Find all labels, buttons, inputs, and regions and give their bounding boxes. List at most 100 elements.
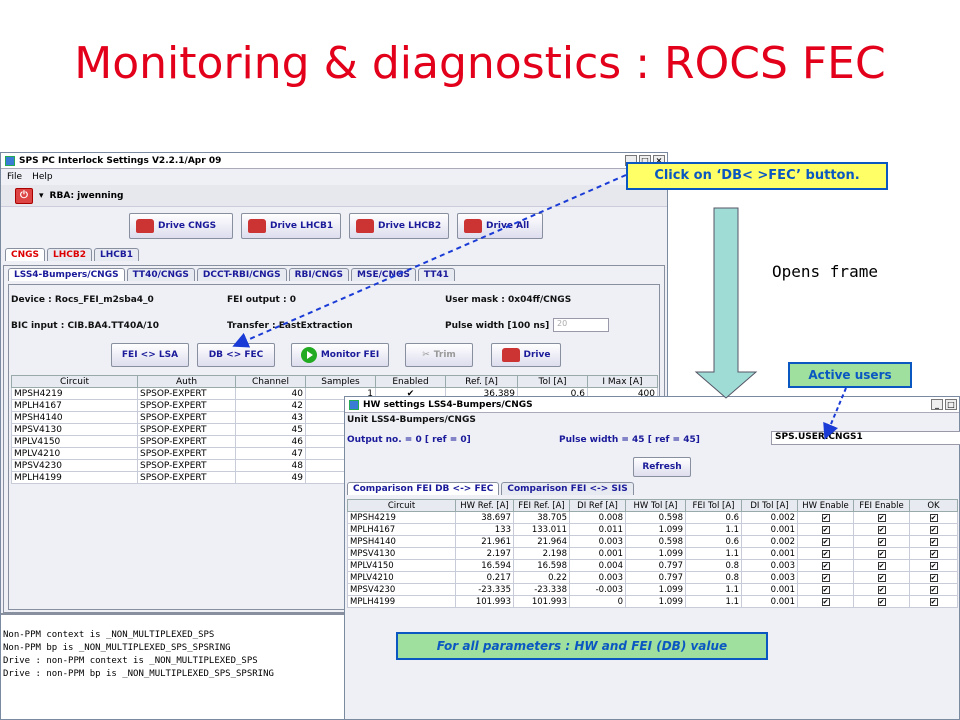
col-fei-ref[interactable]: FEI Ref. [A] — [513, 499, 570, 512]
checkbox[interactable]: ✔ — [929, 561, 938, 570]
checkbox[interactable]: ✔ — [929, 549, 938, 558]
checkbox-cell: ✔ — [909, 583, 958, 596]
output-no-label: Output no. = 0 [ ref = 0] — [347, 435, 471, 445]
tab-lhcb1[interactable]: LHCB1 — [94, 248, 140, 261]
drive-bar: Drive CNGS Drive LHCB1 Drive LHCB2 Drive… — [1, 207, 667, 245]
drive-button[interactable]: Drive — [491, 343, 561, 367]
comparison-tabs: Comparison FEI DB <-> FEC Comparison FEI… — [347, 482, 634, 495]
checkbox[interactable]: ✔ — [821, 585, 830, 594]
play-icon — [300, 347, 317, 363]
pulse-width-input[interactable]: 20 — [553, 318, 609, 332]
col-hw-tol[interactable]: HW Tol [A] — [625, 499, 686, 512]
tab-mse[interactable]: MSE/CNGS — [351, 268, 416, 281]
checkbox[interactable]: ✔ — [929, 585, 938, 594]
menu-help[interactable]: Help — [32, 172, 53, 182]
drive-lhcb2-button[interactable]: Drive LHCB2 — [349, 213, 449, 239]
checkbox[interactable]: ✔ — [821, 549, 830, 558]
col-hw-enable[interactable]: HW Enable — [797, 499, 854, 512]
car-icon — [136, 219, 154, 233]
arrow-to-db-fec — [232, 174, 627, 348]
tab-lhcb2[interactable]: LHCB2 — [47, 248, 93, 261]
opens-frame-label: Opens frame — [772, 262, 878, 281]
main-tabs: CNGS LHCB2 LHCB1 — [1, 245, 667, 261]
checkbox-cell: ✔ — [797, 559, 854, 572]
app-icon — [5, 155, 15, 166]
tab-dcct-rbi[interactable]: DCCT-RBI/CNGS — [196, 268, 287, 281]
drive-lhcb1-button[interactable]: Drive LHCB1 — [241, 213, 341, 239]
col-tol[interactable]: Tol [A] — [517, 375, 588, 388]
checkbox[interactable]: ✔ — [877, 561, 886, 570]
slide-title: Monitoring & diagnostics : ROCS FEC — [74, 38, 886, 89]
col-fei-enable[interactable]: FEI Enable — [853, 499, 910, 512]
checkbox[interactable]: ✔ — [821, 597, 830, 606]
checkbox[interactable]: ✔ — [877, 513, 886, 522]
fei-output-label: FEI output : 0 — [227, 295, 296, 305]
maximize-icon[interactable]: □ — [945, 399, 957, 410]
tab-tt40[interactable]: TT40/CNGS — [126, 268, 195, 281]
col-auth[interactable]: Auth — [137, 375, 236, 388]
log-line: Drive : non-PPM bp is _NON_MULTIPLEXED_S… — [3, 669, 274, 679]
checkbox[interactable]: ✔ — [821, 561, 830, 570]
col-di-tol[interactable]: DI Tol [A] — [741, 499, 798, 512]
pulse-width-label: Pulse width = 45 [ ref = 45] — [559, 435, 700, 445]
checkbox[interactable]: ✔ — [877, 549, 886, 558]
toolbar: ⏻ ▾ RBA: jwenning — [1, 185, 667, 207]
col-circuit[interactable]: Circuit — [347, 499, 456, 512]
col-fei-tol[interactable]: FEI Tol [A] — [685, 499, 742, 512]
checkbox[interactable]: ✔ — [929, 537, 938, 546]
menu-file[interactable]: File — [7, 172, 23, 182]
car-icon — [501, 348, 520, 362]
tab-comparison-db-fec[interactable]: Comparison FEI DB <-> FEC — [347, 482, 500, 495]
checkbox[interactable]: ✔ — [821, 513, 830, 522]
col-di-ref[interactable]: DI Ref [A] — [569, 499, 626, 512]
checkbox[interactable]: ✔ — [877, 537, 886, 546]
checkbox[interactable]: ✔ — [821, 573, 830, 582]
table-cell: 0.001 — [741, 595, 798, 608]
window1-title: SPS PC Interlock Settings V2.2.1/Apr 09 — [19, 155, 222, 166]
fei-lsa-button[interactable]: FEI <> LSA — [111, 343, 189, 367]
checkbox[interactable]: ✔ — [877, 597, 886, 606]
active-users-callout: Active users — [788, 362, 912, 388]
window2-titlebar[interactable]: HW settings LSS4-Bumpers/CNGS _ □ — [345, 397, 959, 413]
click-callout: Click on ‘DB< >FEC’ button. — [626, 162, 888, 190]
comparison-table: Circuit HW Ref. [A] FEI Ref. [A] DI Ref … — [347, 499, 958, 608]
drive-cngs-button[interactable]: Drive CNGS — [129, 213, 233, 239]
arrow-to-users — [823, 387, 847, 440]
pulse-width-label: Pulse width [100 ns] : — [445, 321, 557, 331]
tab-tt41[interactable]: TT41 — [417, 268, 455, 281]
down-arrow — [694, 207, 758, 399]
tab-lss4-bumpers[interactable]: LSS4-Bumpers/CNGS — [8, 268, 125, 281]
checkbox[interactable]: ✔ — [877, 585, 886, 594]
transfer-label: Transfer : EastExtraction — [227, 321, 353, 331]
refresh-button[interactable]: Refresh — [633, 457, 691, 477]
minimize-icon[interactable]: _ — [931, 399, 943, 410]
active-users-field[interactable]: SPS.USER.CNGS1 — [771, 431, 960, 445]
col-samples[interactable]: Samples — [305, 375, 376, 388]
checkbox[interactable]: ✔ — [877, 525, 886, 534]
checkbox[interactable]: ✔ — [821, 525, 830, 534]
tab-cngs[interactable]: CNGS — [5, 248, 46, 261]
checkbox[interactable]: ✔ — [929, 525, 938, 534]
power-icon[interactable]: ⏻ — [15, 187, 33, 204]
dropdown-arrow-icon[interactable]: ▾ — [39, 190, 44, 201]
log-console: Non-PPM context is _NON_MULTIPLEXED_SPS … — [1, 613, 345, 719]
tab-rbi[interactable]: RBI/CNGS — [288, 268, 349, 281]
checkbox[interactable]: ✔ — [929, 597, 938, 606]
trim-button[interactable]: ✂Trim — [405, 343, 473, 367]
checkbox[interactable]: ✔ — [877, 573, 886, 582]
checkbox[interactable]: ✔ — [821, 537, 830, 546]
checkbox[interactable]: ✔ — [929, 513, 938, 522]
tab-comparison-sis[interactable]: Comparison FEI <-> SIS — [501, 482, 634, 495]
col-circuit[interactable]: Circuit — [11, 375, 138, 388]
monitor-fei-button[interactable]: Monitor FEI — [291, 343, 389, 367]
log-line: Non-PPM bp is _NON_MULTIPLEXED_SPS_SPSRI… — [3, 643, 231, 653]
col-ref[interactable]: Ref. [A] — [445, 375, 518, 388]
car-icon — [356, 219, 374, 233]
window2-title: HW settings LSS4-Bumpers/CNGS — [363, 399, 533, 410]
checkbox[interactable]: ✔ — [929, 573, 938, 582]
